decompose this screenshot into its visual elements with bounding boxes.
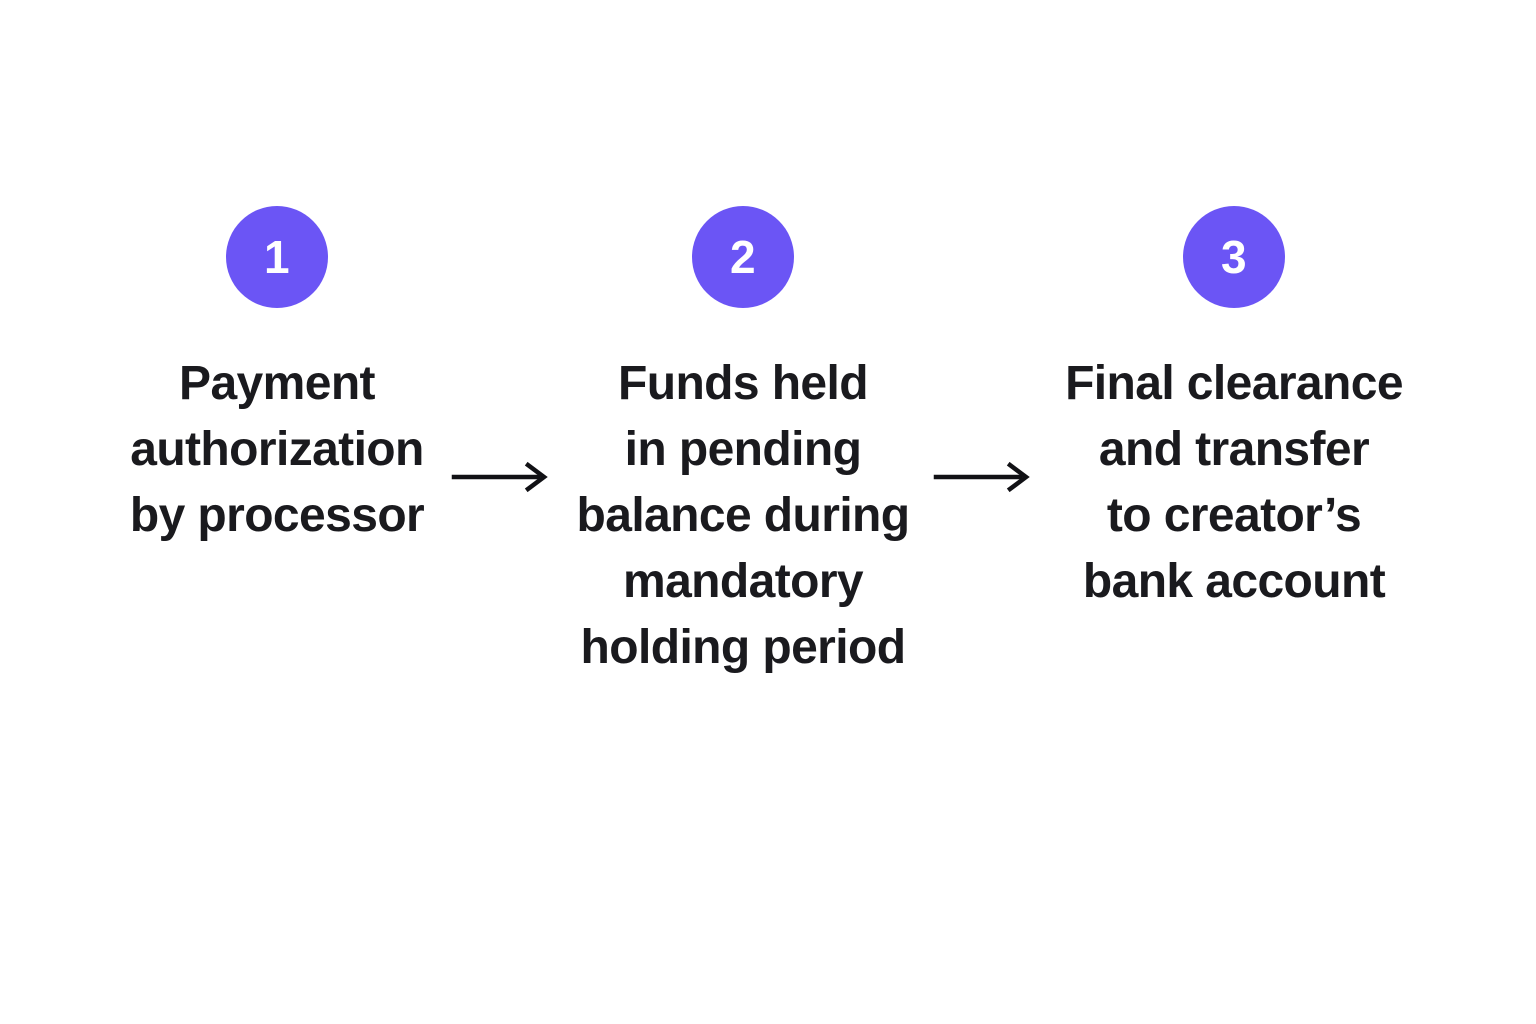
arrow-right-icon: [933, 461, 1030, 493]
arrow-right-icon: [451, 461, 548, 493]
step-number-label-2: 2: [729, 231, 757, 283]
step-description-2: Funds held in pending balance during man…: [576, 357, 911, 674]
flow-connector-2: [929, 206, 1039, 493]
step-number-badge-1: 1: [226, 206, 328, 308]
flow-step-2: 2 Funds held in pending balance during m…: [557, 206, 929, 681]
step-description-1: Payment authorization by processor: [129, 357, 425, 542]
flow-step-3: 3 Final clearance and transfer to creato…: [1039, 206, 1429, 615]
step-number-badge-3: 3: [1183, 206, 1285, 308]
process-flow: 1 Payment authorization by processor 2 F…: [0, 206, 1536, 681]
step-number-label-1: 1: [263, 231, 291, 283]
step-number-label-3: 3: [1220, 231, 1248, 283]
flow-connector-1: [447, 206, 557, 493]
flow-step-1: 1 Payment authorization by processor: [107, 206, 447, 549]
step-description-3: Final clearance and transfer to creator’…: [1065, 357, 1403, 608]
step-number-badge-2: 2: [692, 206, 794, 308]
